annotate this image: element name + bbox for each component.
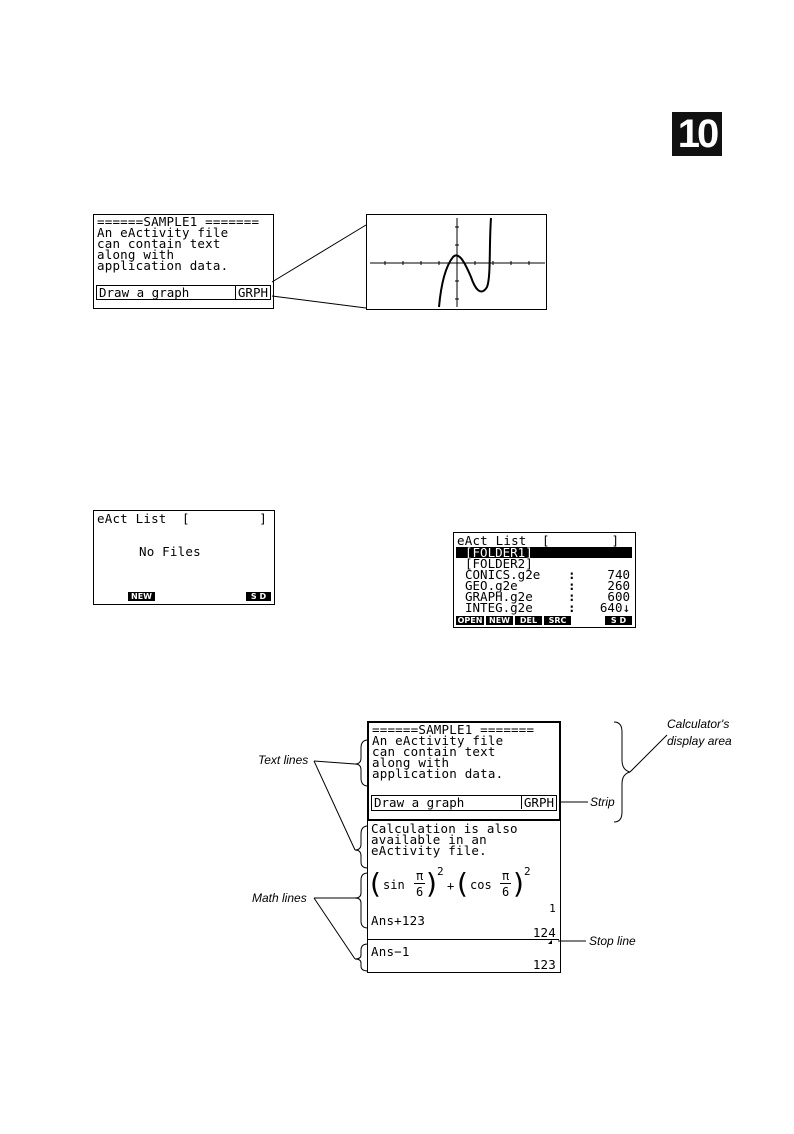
- file-size: 640↓: [599, 600, 630, 615]
- open-fkey[interactable]: OPEN: [456, 616, 484, 625]
- del-fkey[interactable]: DEL: [515, 616, 542, 625]
- stop-line: [368, 939, 559, 940]
- file-name: GEO.g2e: [465, 578, 518, 593]
- file-name: INTEG.g2e: [465, 600, 533, 615]
- size-separator: :: [568, 589, 576, 604]
- text-line: An eActivity file: [97, 225, 229, 240]
- calc-text-line: Calculation is also: [371, 821, 518, 836]
- new-fkey[interactable]: NEW: [486, 616, 513, 625]
- text-line: along with: [97, 247, 175, 262]
- title-line: ======SAMPLE1 =======: [97, 214, 260, 229]
- file-size: 260: [607, 578, 630, 593]
- list-header: eAct List [ ]: [457, 533, 620, 548]
- pi-symbol: π: [502, 869, 510, 883]
- graph-strip[interactable]: Draw a graph GRPH: [96, 285, 271, 300]
- text-line: application data.: [97, 258, 229, 273]
- eact-list-files-screen: eAct List [ ] [FOLDER1][FOLDER2]CONICS.g…: [453, 532, 636, 628]
- plus-sign: +: [447, 879, 455, 893]
- file-list-row[interactable]: GRAPH.g2e: 600: [456, 589, 632, 604]
- result-2: 124: [532, 925, 556, 940]
- file-size: 600: [607, 589, 630, 604]
- size-separator: :: [568, 600, 576, 615]
- eact-list-empty-screen: eAct List [ ] No Files NEW S D: [93, 510, 275, 605]
- title-line: ======SAMPLE1 =======: [372, 722, 535, 737]
- math-line-expr: Ans+123: [371, 913, 426, 928]
- continued-content-area: Calculation is also available in an eAct…: [367, 821, 561, 973]
- sin-function: sin: [383, 878, 405, 892]
- display-area-label-1: Calculator's: [667, 717, 730, 731]
- exponent: 2: [437, 865, 444, 878]
- annotated-display-area: ======SAMPLE1 ======= An eActivity file …: [367, 721, 561, 821]
- text-lines-label: Text lines: [258, 753, 309, 767]
- strip-label: Draw a graph: [99, 285, 190, 300]
- close-paren: ): [513, 867, 524, 900]
- result-1: 1: [549, 902, 556, 915]
- strip-tag: GRPH: [520, 796, 556, 809]
- file-list-row[interactable]: INTEG.g2e: 640↓: [456, 600, 632, 615]
- exponent: 2: [524, 865, 531, 878]
- new-fkey[interactable]: NEW: [128, 592, 155, 601]
- file-name: [FOLDER2]: [465, 556, 533, 571]
- chapter-badge: 10: [672, 112, 722, 156]
- denominator: 6: [502, 885, 510, 899]
- function-graph: [370, 217, 545, 308]
- file-list-row[interactable]: [FOLDER2]: [456, 556, 632, 571]
- cos-function: cos: [470, 878, 492, 892]
- size-separator: :: [568, 567, 576, 582]
- no-files-message: No Files: [139, 544, 201, 559]
- text-line: can contain text: [372, 744, 496, 759]
- fraction-bar: [414, 883, 425, 884]
- graph-strip[interactable]: Draw a graph GRPH: [371, 795, 557, 811]
- eactivity-screen-sample: ======SAMPLE1 ======= An eActivity file …: [93, 214, 274, 309]
- text-line: along with: [372, 755, 450, 770]
- list-header: eAct List [ ]: [97, 511, 267, 526]
- math-lines-label: Math lines: [252, 891, 307, 905]
- file-size: 740: [607, 567, 630, 582]
- file-list-row[interactable]: CONICS.g2e: 740: [456, 567, 632, 582]
- result-3: 123: [532, 957, 556, 972]
- text-line: can contain text: [97, 236, 221, 251]
- open-paren: (: [457, 867, 468, 900]
- file-name: CONICS.g2e: [465, 567, 541, 582]
- size-separator: :: [568, 578, 576, 593]
- stop-line-label: Stop line: [589, 934, 636, 948]
- text-line: application data.: [372, 766, 504, 781]
- strip-tag: GRPH: [234, 286, 270, 299]
- file-name: GRAPH.g2e: [465, 589, 533, 604]
- sd-fkey[interactable]: S D: [246, 592, 271, 601]
- math-line-expr: Ans−1: [371, 944, 410, 959]
- calc-text-line: available in an: [371, 832, 487, 847]
- strip-label: Draw a graph: [374, 795, 465, 810]
- strip-label-callout: Strip: [590, 795, 615, 809]
- file-list-row[interactable]: GEO.g2e: 260: [456, 578, 632, 593]
- graph-screen: [366, 214, 547, 310]
- sd-fkey[interactable]: S D: [605, 616, 632, 625]
- file-name: [FOLDER1]: [465, 545, 533, 560]
- text-line: An eActivity file: [372, 733, 504, 748]
- close-paren: ): [426, 867, 437, 900]
- display-area-label-2: display area: [667, 734, 732, 748]
- pi-symbol: π: [416, 869, 424, 883]
- open-paren: (: [370, 867, 381, 900]
- math-expression: ( sin π 6 ) 2 + ( cos π 6 ) 2: [370, 865, 550, 905]
- fraction-bar: [500, 883, 511, 884]
- calc-text-line: eActivity file.: [371, 843, 487, 858]
- src-fkey[interactable]: SRC: [544, 616, 571, 625]
- stop-marker: [548, 940, 552, 944]
- file-list-row[interactable]: [FOLDER1]: [456, 545, 632, 560]
- denominator: 6: [416, 885, 424, 899]
